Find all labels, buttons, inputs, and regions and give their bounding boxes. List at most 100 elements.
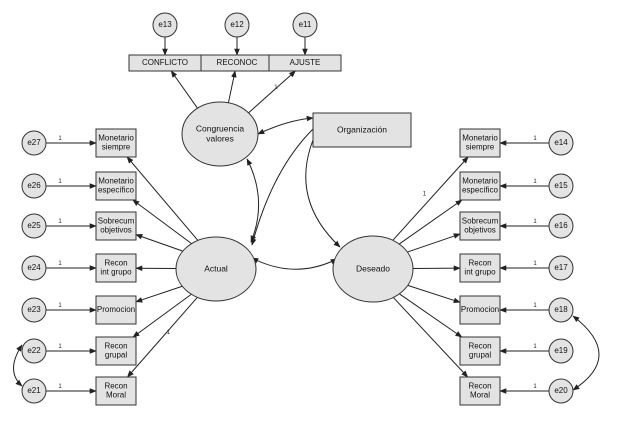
error-label: e22 xyxy=(27,346,41,355)
error-circle xyxy=(224,12,250,38)
error-circle xyxy=(548,130,574,156)
right-indicator-label: Promocion xyxy=(461,305,499,314)
error-weight: 1 xyxy=(58,219,62,225)
error-circle xyxy=(21,338,47,364)
error-weight: 1 xyxy=(533,384,537,390)
path-organizacion-actual xyxy=(250,128,314,246)
error-circle xyxy=(21,130,47,156)
loading-arrow xyxy=(170,70,198,109)
error-label: e25 xyxy=(27,221,41,230)
error-circle xyxy=(548,378,574,404)
error-weight: 1 xyxy=(533,344,537,350)
left-indicator-label: siempre xyxy=(102,143,131,152)
path-organizacion-deseado xyxy=(305,139,341,248)
loading-arrow xyxy=(399,293,463,338)
error-circle xyxy=(21,173,47,199)
error-weight: 1 xyxy=(533,136,537,142)
error-weight: 1 xyxy=(58,261,62,267)
left-indicator-label: Promocion xyxy=(97,305,135,314)
left-indicator-box xyxy=(95,376,137,406)
left-indicator-box xyxy=(95,295,137,325)
top-indicator-label: CONFLICTO xyxy=(142,58,188,67)
error-circle xyxy=(21,255,47,281)
loading-arrow xyxy=(132,293,192,338)
error-label: e21 xyxy=(27,386,41,395)
right-indicator-label: Recon xyxy=(468,382,491,391)
loading-arrow xyxy=(407,233,461,253)
error-circle xyxy=(548,173,574,199)
loading-arrow xyxy=(407,284,461,304)
path-congruencia-organizacion xyxy=(257,115,314,135)
loading-arrow xyxy=(135,285,183,303)
left-indicator-label: Recon xyxy=(104,342,127,351)
loading-arrow xyxy=(135,234,183,252)
left-indicator-label: Recon xyxy=(104,382,127,391)
left-indicator-label: objetivos xyxy=(100,226,132,235)
error-label: e19 xyxy=(554,346,568,355)
loading-arrow xyxy=(127,297,198,378)
left-indicator-label: específico xyxy=(98,186,135,195)
error-circle xyxy=(292,12,318,38)
error-label: e12 xyxy=(230,20,244,29)
left-indicator-box xyxy=(95,128,137,158)
left-indicator-label: Monetario xyxy=(98,177,134,186)
top-indicator-label: RECONOC xyxy=(217,58,258,67)
right-indicator-box xyxy=(459,211,501,241)
error-weight: 1 xyxy=(58,136,62,142)
loading-arrow xyxy=(248,70,296,114)
latent-congruencia xyxy=(181,101,259,167)
right-indicator-label: Monetario xyxy=(462,177,498,186)
error-weight: 1 xyxy=(58,179,62,185)
loading-weight: 1 xyxy=(274,85,278,91)
loading-arrow xyxy=(392,156,469,241)
error-label: e14 xyxy=(554,138,568,147)
left-indicator-label: int grupo xyxy=(100,268,132,277)
error-label: e15 xyxy=(554,181,568,190)
covariance-e18-e20 xyxy=(572,315,600,391)
right-indicator-label: Recon xyxy=(468,259,491,268)
latent-label-congruencia: Congruencia xyxy=(196,123,244,133)
error-weight: 1 xyxy=(533,303,537,309)
left-indicator-box xyxy=(95,253,137,283)
error-circle xyxy=(548,213,574,239)
right-indicator-label: Sobrecum xyxy=(462,217,499,226)
left-indicator-box xyxy=(95,336,137,366)
left-indicator-box xyxy=(95,211,137,241)
error-circle xyxy=(21,213,47,239)
error-weight: 1 xyxy=(58,303,62,309)
error-circle xyxy=(548,297,574,323)
right-indicator-label: objetivos xyxy=(464,226,496,235)
error-label: e23 xyxy=(27,305,41,314)
latent-label-deseado: Deseado xyxy=(356,263,390,273)
left-indicator-box xyxy=(95,171,137,201)
loading-arrow xyxy=(132,199,192,245)
covariance-congruencia-actual xyxy=(246,158,260,243)
loading-weight: 1 xyxy=(423,192,427,198)
right-indicator-box xyxy=(459,376,501,406)
right-indicator-label: específico xyxy=(462,186,499,195)
error-label: e13 xyxy=(158,20,172,29)
error-circle xyxy=(548,338,574,364)
top-indicator-label: AJUSTE xyxy=(290,58,321,67)
right-indicator-box xyxy=(459,336,501,366)
latent-label-congruencia: valores xyxy=(206,133,233,143)
latent-deseado xyxy=(332,235,414,303)
right-indicator-label: Monetario xyxy=(462,134,498,143)
error-weight: 1 xyxy=(533,219,537,225)
loading-weight: 1 xyxy=(167,330,171,336)
loading-arrow xyxy=(227,70,237,103)
error-label: e18 xyxy=(554,305,568,314)
top-indicator-box xyxy=(268,54,342,72)
right-indicator-box xyxy=(459,295,501,325)
error-weight: 1 xyxy=(58,344,62,350)
error-label: e17 xyxy=(554,263,568,272)
error-label: e27 xyxy=(27,138,41,147)
right-indicator-box xyxy=(459,253,501,283)
loading-arrow xyxy=(392,297,469,378)
error-label: e16 xyxy=(554,221,568,230)
error-circle xyxy=(21,297,47,323)
error-label: e26 xyxy=(27,181,41,190)
right-indicator-label: siempre xyxy=(466,143,495,152)
organizacion-box xyxy=(312,112,412,148)
